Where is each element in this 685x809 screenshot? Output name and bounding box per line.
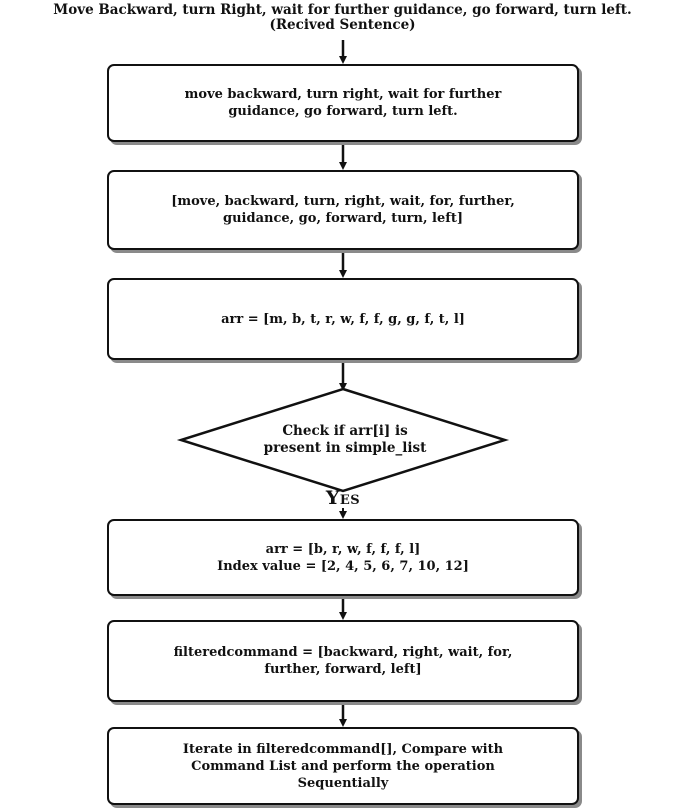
input-sentence: Move Backward, turn Right, wait for furt…	[53, 2, 632, 18]
result-2-line-1: filteredcommand = [backward, right, wait…	[173, 645, 513, 660]
result-3-line-2: Command List and perform the operation	[191, 758, 495, 774]
decision-yes-label: Yes	[325, 487, 361, 509]
step-first-letter-array: arr = [m, b, t, r, w, f, f, g, g, f, t, …	[107, 278, 579, 360]
step-1-line-1: move backward, turn right, wait for furt…	[184, 87, 502, 102]
result-filtered-command: filteredcommand = [backward, right, wait…	[107, 620, 579, 702]
result-2-line-2: further, forward, left]	[264, 662, 422, 677]
step-lowercase-sentence: move backward, turn right, wait for furt…	[107, 64, 579, 142]
step-3-line-1: arr = [m, b, t, r, w, f, f, g, g, f, t, …	[221, 311, 465, 327]
result-1-line-1: arr = [b, r, w, f, f, f, l]	[265, 541, 421, 557]
result-filtered-array: arr = [b, r, w, f, f, f, l] Index value …	[107, 519, 579, 596]
step-2-line-1: [move, backward, turn, right, wait, for,…	[171, 194, 515, 209]
result-1-line-2: Index value = [2, 4, 5, 6, 7, 10, 12]	[217, 558, 469, 574]
decision-diamond	[176, 387, 510, 493]
result-3-line-3: Sequentially	[297, 775, 389, 791]
decision-line-1: Check if arr[i] is	[282, 423, 408, 439]
step-2-line-2: guidance, go, forward, turn, left]	[223, 211, 463, 226]
step-tokenized-words: [move, backward, turn, right, wait, for,…	[107, 170, 579, 250]
decision-line-2: present in simple_list	[263, 440, 427, 456]
input-caption: (Recived Sentence)	[269, 17, 416, 33]
result-3-line-1: Iterate in filteredcommand[], Compare wi…	[182, 741, 504, 757]
result-iterate-commands: Iterate in filteredcommand[], Compare wi…	[107, 727, 579, 805]
decision-text: Check if arr[i] is present in simple_lis…	[200, 423, 490, 457]
step-1-line-2: guidance, go forward, turn left.	[228, 104, 458, 119]
